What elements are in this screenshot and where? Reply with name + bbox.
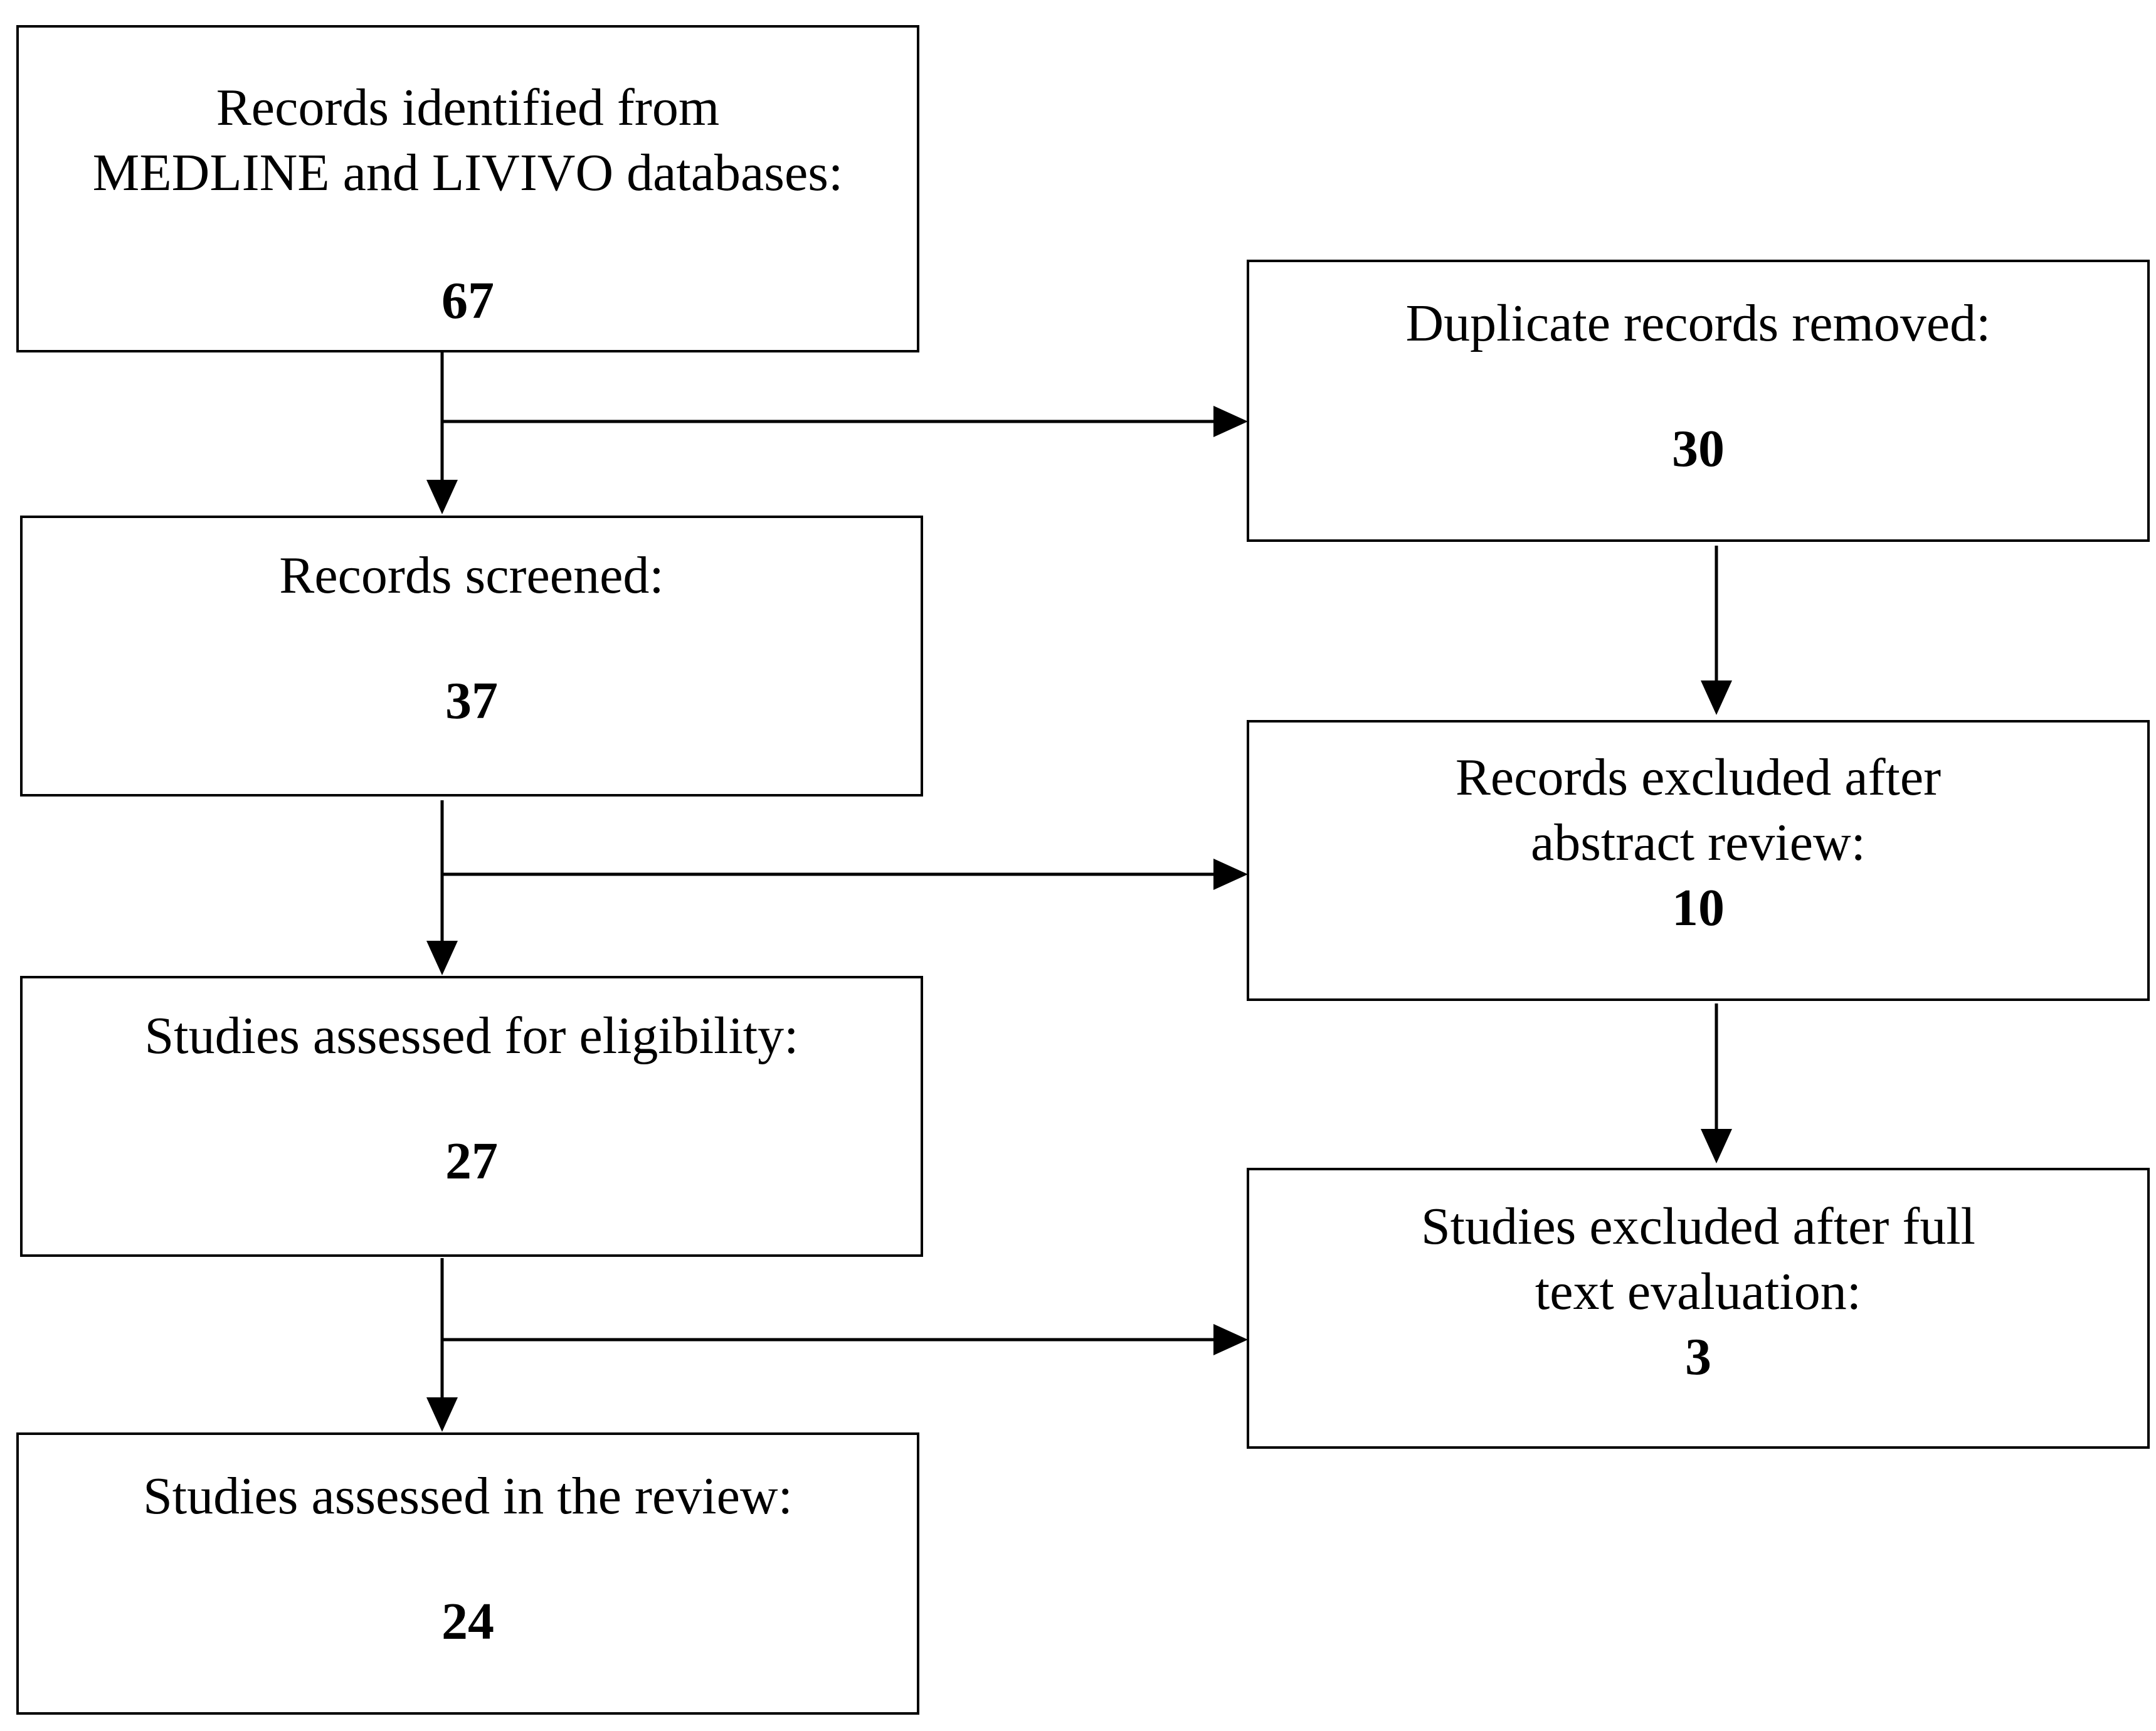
records-screened-label: Records screened:: [279, 546, 664, 605]
studies-eligibility-label: Studies assessed for eligibility:: [144, 1007, 799, 1065]
arrowhead-down-eligibility: [426, 941, 458, 975]
abstract-excluded-box: Records excluded after abstract review: …: [1247, 720, 2150, 1001]
records-identified-label-line-1: Records identified from: [216, 78, 720, 137]
arrowhead-down-fulltext-excluded: [1701, 1129, 1732, 1163]
duplicates-removed-label: Duplicate records removed:: [1405, 294, 1991, 352]
fulltext-excluded-count: 3: [1685, 1328, 1711, 1386]
arrowhead-right-fulltext-excluded: [1213, 1324, 1248, 1355]
abstract-excluded-count: 10: [1672, 879, 1725, 937]
studies-included-label: Studies assessed in the review:: [143, 1467, 793, 1525]
arrowhead-right-abstract-excluded: [1213, 859, 1248, 890]
duplicates-removed-count: 30: [1672, 420, 1725, 478]
studies-included-box: Studies assessed in the review: 24: [16, 1432, 919, 1715]
arrowhead-down-included: [426, 1397, 458, 1432]
studies-included-count: 24: [441, 1592, 494, 1651]
records-screened-count: 37: [445, 672, 498, 730]
records-screened-box: Records screened: 37: [20, 516, 923, 797]
fulltext-excluded-box: Studies excluded after full text evaluat…: [1247, 1168, 2150, 1449]
duplicates-removed-box: Duplicate records removed: 30: [1247, 260, 2150, 542]
studies-eligibility-box: Studies assessed for eligibility: 27: [20, 976, 923, 1257]
records-identified-box: Records identified from MEDLINE and LIVI…: [16, 25, 919, 352]
records-identified-label-line-2: MEDLINE and LIVIVO databases:: [92, 144, 843, 202]
abstract-excluded-label-line-2: abstract review:: [1530, 813, 1866, 872]
abstract-excluded-label-line-1: Records excluded after: [1455, 748, 1942, 807]
arrowhead-down-screened: [426, 480, 458, 514]
fulltext-excluded-label-line-1: Studies excluded after full: [1420, 1197, 1976, 1256]
records-identified-count: 67: [441, 272, 494, 330]
arrowhead-down-abstract-excluded: [1701, 680, 1732, 715]
studies-eligibility-count: 27: [445, 1132, 498, 1190]
fulltext-excluded-label-line-2: text evaluation:: [1535, 1263, 1862, 1321]
arrowhead-right-duplicates: [1213, 406, 1248, 437]
